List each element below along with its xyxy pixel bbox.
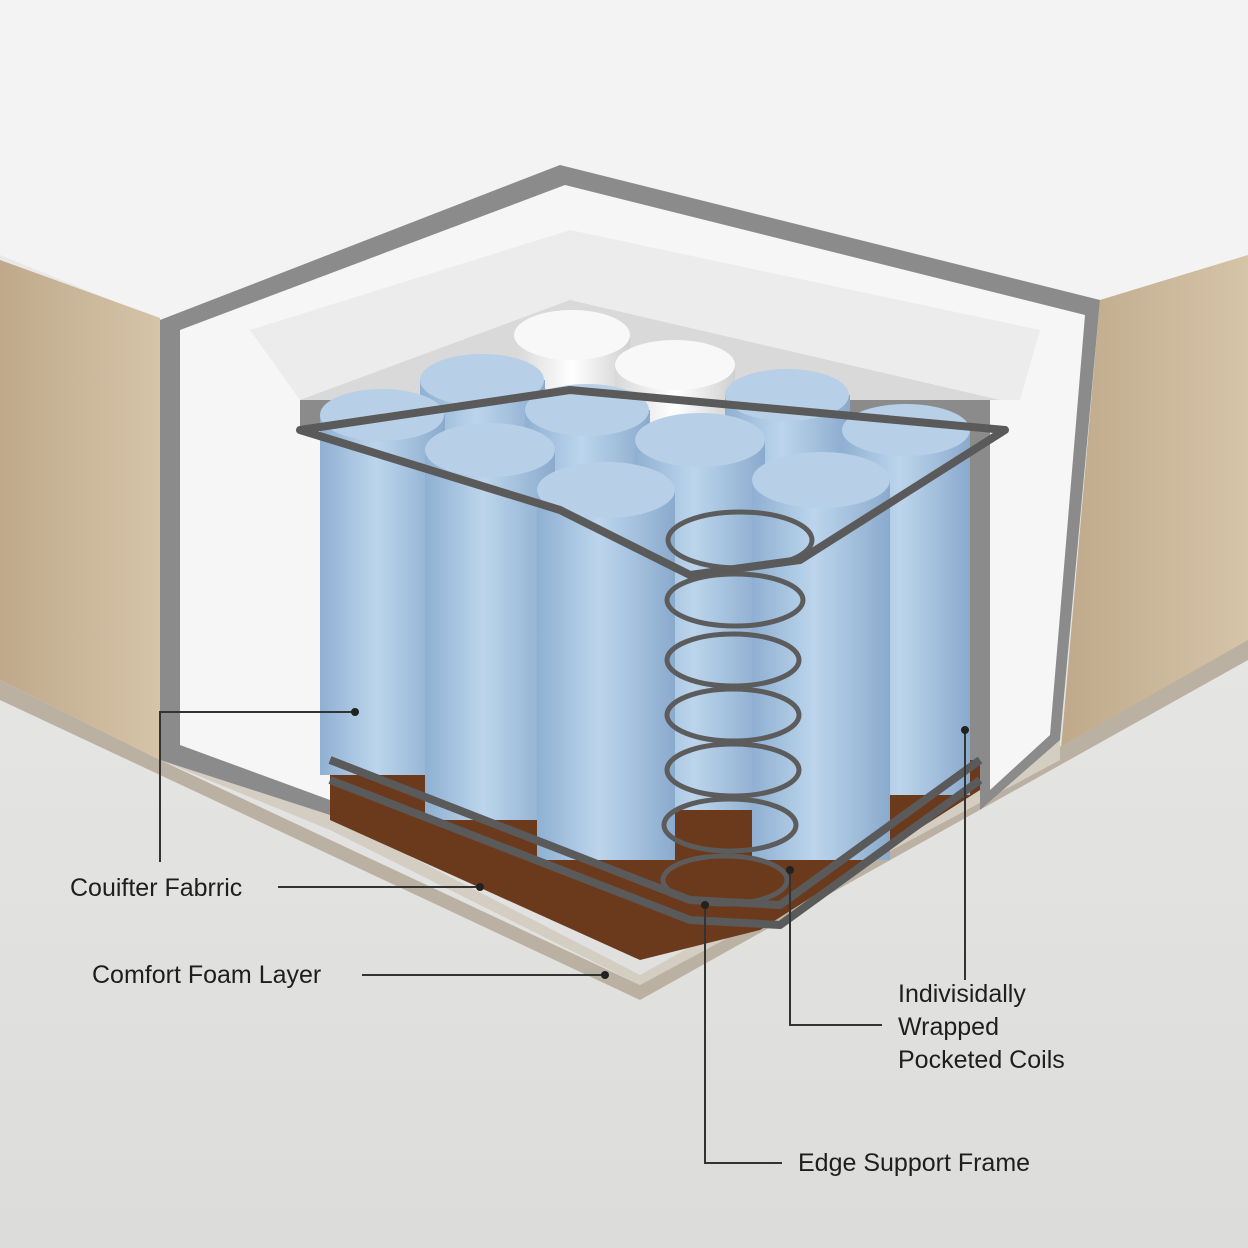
coil-pocket bbox=[537, 462, 675, 860]
label-comfort-foam-layer: Comfort Foam Layer bbox=[92, 961, 322, 989]
label-edge-support-frame: Edge Support Frame bbox=[798, 1149, 1031, 1177]
label-pocketed-coils: Indivisidally Wrapped Pocketed Coils bbox=[898, 978, 1065, 1077]
label-coils-line-3: Pocketed Coils bbox=[898, 1046, 1065, 1074]
leader-dots bbox=[351, 708, 969, 979]
label-cover-fabric: Couifter Fabrric bbox=[70, 874, 243, 902]
coil-pocket bbox=[425, 423, 555, 820]
leader-lines bbox=[159, 711, 966, 1164]
exposed-spring bbox=[660, 509, 815, 907]
label-coils-line-1: Indivisidally bbox=[898, 980, 1026, 1008]
edge-support-frame bbox=[296, 386, 1009, 929]
label-coils-line-2: Wrapped bbox=[898, 1013, 999, 1041]
